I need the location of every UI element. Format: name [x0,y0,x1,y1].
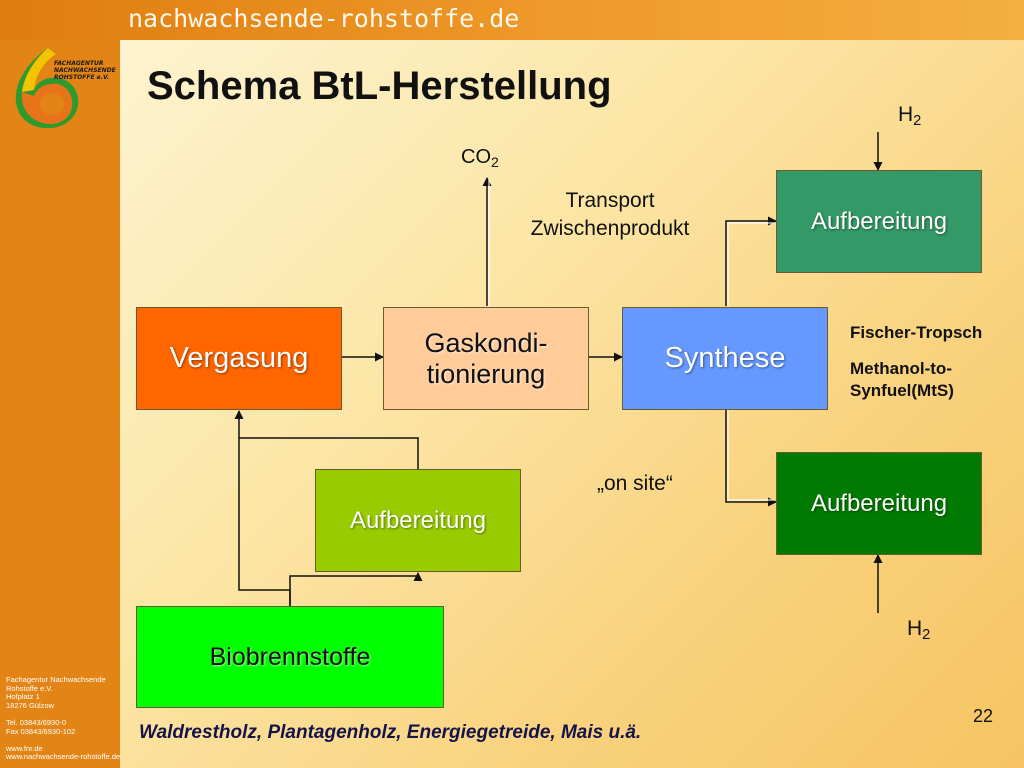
label-fischer-tropsch: Fischer-Tropsch [850,323,983,342]
node-aufbereitung-top: Aufbereitung [776,170,982,273]
sidebar [0,40,120,768]
page-number: 22 [973,706,994,726]
page-title: Schema BtL-Herstellung [147,64,612,108]
label-h2-top: H2 [898,103,921,129]
contact-line: Hofplatz 1 [6,692,40,702]
node-vergasung: Vergasung [136,307,342,410]
node-synthese: Synthese [622,307,828,410]
arrow-synthese-to-aufb-bottom [725,410,777,507]
label-co2: CO2 [461,146,499,170]
label-transport-line2: Zwischenprodukt [530,217,690,240]
label-h2-bottom: H2 [907,617,930,643]
label-co2-sub: 2 [491,154,499,170]
label-h2-top-main: H [898,103,914,126]
label-h2-top-sub: 2 [913,113,922,129]
label-mts: Methanol-to- Synfuel(MtS) [850,358,954,402]
contact-info: Fachagentur Nachwachsende Rohstoffe e.V.… [6,675,121,762]
label-co2-main: CO [461,146,491,168]
header-bar: nachwachsende-rohstoffe.de [0,0,1024,40]
arrow-biobrenn-to-aufb [289,572,423,606]
node-biobrennstoffe-label: Biobrennstoffe [209,642,371,671]
logo-text: FACHAGENTUR NACHWACHSENDE ROHSTOFFE e.V. [54,60,116,81]
contact-link[interactable]: www.fnr.de [6,743,43,753]
label-on-site: „on site“ [597,472,673,495]
fnr-logo-icon [15,48,79,129]
footer-text: Waldrestholz, Plantagenholz, Energiegetr… [139,722,642,743]
contact-line: Fachagentur Nachwachsende [6,675,106,684]
node-aufbereitung-left-label: Aufbereitung [349,506,487,534]
label-mts-line1: Methanol-to- [850,359,952,378]
contact-line: 18276 Gülzow [6,700,54,710]
arrow-aufb-to-vergasung [239,437,419,469]
site-title: nachwachsende-rohstoffe.de [128,4,520,33]
node-synthese-label: Synthese [664,342,786,374]
label-transport: Transport Zwischenprodukt [503,187,717,243]
label-h2-bottom-sub: 2 [922,627,931,643]
node-aufbereitung-left: Aufbereitung [315,469,521,572]
label-mts-line2: Synfuel(MtS) [850,381,954,400]
contact-line: Tel. 03843/6930-0 [6,717,67,727]
arrow-biobrenn-to-vergasung [238,438,291,606]
node-biobrennstoffe: Biobrennstoffe [136,606,444,708]
node-gaskonditionierung-label: Gaskondi- tionierung [424,327,548,389]
label-h2-bottom-main: H [907,617,923,640]
node-aufbereitung-bottom: Aufbereitung [776,452,982,555]
contact-line: Rohstoffe e.V. [6,683,53,693]
contact-link[interactable]: www.nachwachsende-rohstoffe.de [6,752,121,762]
node-aufbereitung-top-label: Aufbereitung [810,207,948,235]
node-gaskonditionierung: Gaskondi- tionierung [383,307,589,410]
label-transport-line1: Transport [565,189,655,212]
arrow-synthese-to-aufb-top [725,216,777,306]
node-vergasung-label: Vergasung [169,342,309,374]
node-aufbereitung-bottom-label: Aufbereitung [810,489,948,517]
contact-line: Fax 03843/6930-102 [6,726,76,736]
